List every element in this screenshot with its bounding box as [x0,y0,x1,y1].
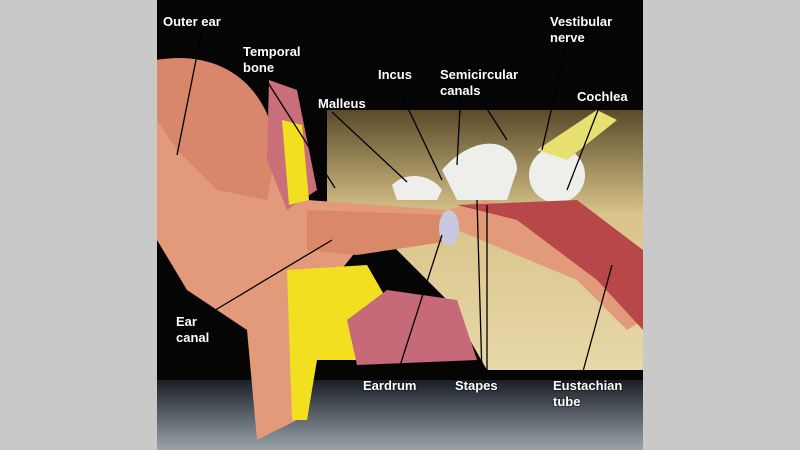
eardrum-shape [439,210,459,246]
auricle [157,58,277,200]
label-cochlea: Cochlea [577,89,628,104]
label-line: Vestibular [550,14,613,29]
label-outer-ear: Outer ear [163,14,221,29]
label-line: Eustachian [553,378,623,393]
label-line: Ear [176,314,197,329]
ear-canal-shape [307,210,457,255]
semicircular-canals-shape [442,143,517,200]
label-malleus: Malleus [318,96,366,111]
label-line: canal [176,330,210,345]
label-line: Temporal [243,44,301,59]
vestibular-nerve-shape [537,110,617,160]
label-line: bone [243,60,275,75]
malleus-shape [392,175,442,200]
fat-lower [287,265,387,420]
label-stapes: Stapes [455,378,498,393]
floor-gradient [157,380,643,450]
cochlea-shape [529,147,585,203]
ear-illustration [157,29,643,450]
label-line: tube [553,394,581,409]
label-eardrum: Eardrum [363,378,417,393]
label-line: nerve [550,30,585,45]
label-line: canals [440,83,481,98]
fat-upper [282,120,309,205]
eustachian-tube-shape [457,200,643,330]
leader-lines [176,29,613,376]
label-line: Semicircular [440,67,519,82]
label-incus: Incus [378,67,412,82]
